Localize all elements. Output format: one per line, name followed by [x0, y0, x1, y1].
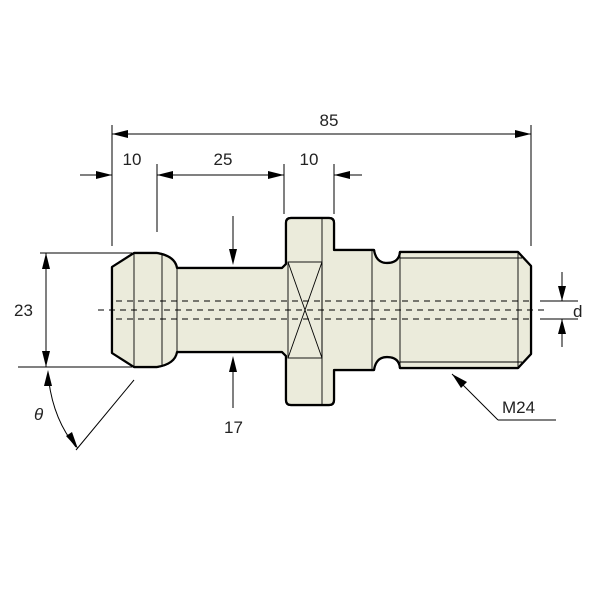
dim-neck-diameter-label: 17	[224, 418, 243, 437]
dim-neck-length: 25	[157, 150, 285, 214]
wrench-flat-diag2	[287, 261, 323, 359]
dim-bore-diameter: d	[540, 272, 582, 347]
dim-angle: θ	[18, 366, 135, 451]
dim-head-length-label: 10	[123, 150, 142, 169]
dim-head-diameter-label: 23	[14, 301, 33, 320]
part-fill	[110, 216, 533, 407]
dim-overall-length: 85	[111, 111, 532, 246]
dim-neck-length-label: 25	[214, 150, 233, 169]
dim-overall-length-label: 85	[320, 111, 339, 130]
thread-callout: M24	[451, 373, 556, 421]
dim-bore-diameter-label: d	[573, 302, 582, 321]
center-and-bore	[98, 300, 545, 320]
angle-label: θ	[34, 405, 44, 424]
dim-neck-diameter: 17	[224, 216, 243, 437]
thread-label: M24	[502, 398, 535, 417]
dim-head-length: 10	[80, 150, 173, 232]
dim-flange-length-label: 10	[300, 150, 319, 169]
part-fill-shape	[112, 218, 531, 405]
dim-flange-length: 10	[300, 150, 362, 214]
